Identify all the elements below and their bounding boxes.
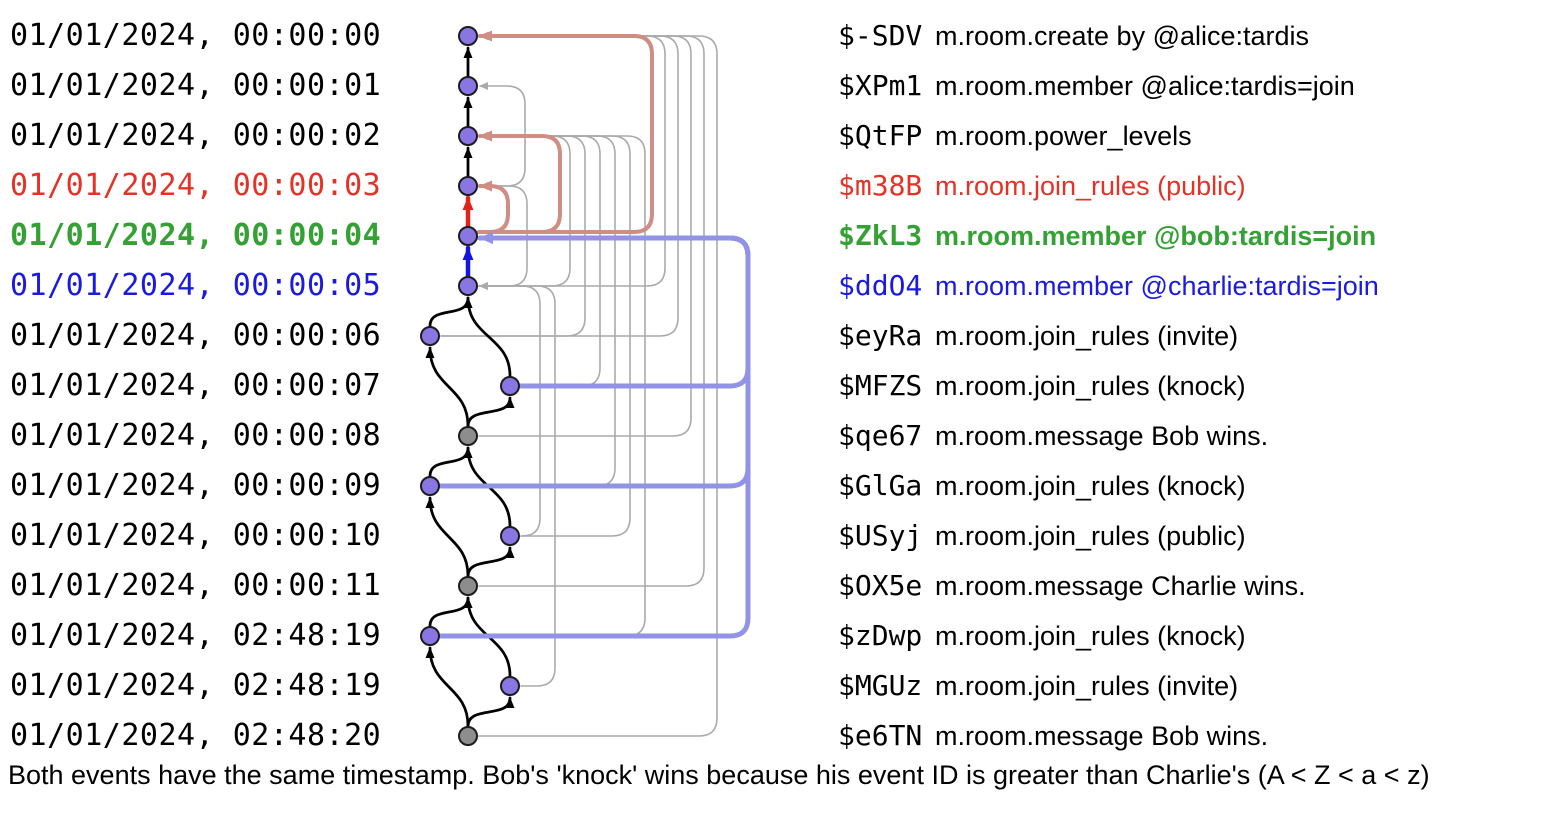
dag-edge-gray xyxy=(440,32,679,337)
dag-node--sdv[interactable] xyxy=(458,26,478,46)
dag-edge-black xyxy=(463,296,512,378)
event-id[interactable]: $USyj xyxy=(838,519,923,552)
dag-node-ox5e[interactable] xyxy=(458,576,478,596)
dag-node-qtfp[interactable] xyxy=(458,126,478,146)
dag-edge-black xyxy=(425,646,470,728)
event-type[interactable]: m.room.join_rules (knock) xyxy=(935,371,1246,401)
event-id[interactable]: $m38B xyxy=(838,169,923,202)
dag-edge-black xyxy=(428,296,473,328)
event-type[interactable]: m.room.message Charlie wins. xyxy=(935,571,1306,601)
dag-node-zdwp[interactable] xyxy=(420,626,440,646)
event-type[interactable]: m.room.power_levels xyxy=(935,121,1192,151)
dag-node-qe67[interactable] xyxy=(458,426,478,446)
dag-edge-gray xyxy=(478,32,666,287)
event-type[interactable]: m.room.member @alice:tardis=join xyxy=(935,71,1355,101)
event-type[interactable]: m.room.join_rules (invite) xyxy=(935,671,1239,701)
event-id[interactable]: $qe67 xyxy=(838,419,923,452)
dag-edge-black xyxy=(466,546,515,578)
event-id[interactable]: $ddO4 xyxy=(838,269,923,302)
event-type[interactable]: m.room.join_rules (public) xyxy=(935,521,1246,551)
event-id[interactable]: $OX5e xyxy=(838,569,923,602)
event-id[interactable]: $MGUz xyxy=(838,669,923,702)
event-timestamp: 01/01/2024, 00:00:02 xyxy=(10,118,382,153)
dag-node-mguz[interactable] xyxy=(500,676,520,696)
event-type[interactable]: m.room.join_rules (invite) xyxy=(935,321,1239,351)
dag-node-e6tn[interactable] xyxy=(458,726,478,746)
event-id[interactable]: $GlGa xyxy=(838,469,923,502)
dag-edge-peri xyxy=(477,232,751,389)
footnote-text: Both events have the same timestamp. Bob… xyxy=(8,760,1430,790)
event-timestamp: 01/01/2024, 00:00:03 xyxy=(10,168,382,203)
dag-edge-black xyxy=(466,396,515,428)
dag-node-xpm1[interactable] xyxy=(458,76,478,96)
event-id[interactable]: $XPm1 xyxy=(838,69,923,102)
event-timestamp: 01/01/2024, 00:00:09 xyxy=(10,468,382,503)
dag-edge-gray xyxy=(479,282,541,537)
event-type[interactable]: m.room.member @bob:tardis=join xyxy=(935,221,1377,251)
event-timestamp: 01/01/2024, 00:00:05 xyxy=(10,268,382,303)
dag-node-zkl3[interactable] xyxy=(458,226,478,246)
event-id[interactable]: $eyRa xyxy=(838,319,923,352)
event-timestamp: 01/01/2024, 00:00:07 xyxy=(10,368,382,403)
event-id[interactable]: $ZkL3 xyxy=(838,219,923,252)
dag-edge-peri xyxy=(438,232,751,639)
event-id[interactable]: $-SDV xyxy=(838,19,923,52)
event-timestamp: 01/01/2024, 00:00:08 xyxy=(10,418,382,453)
dag-node-m38b[interactable] xyxy=(458,176,478,196)
dag-edge-black xyxy=(428,596,473,628)
dag-edge-gray xyxy=(478,32,705,587)
event-timestamp: 01/01/2024, 00:00:10 xyxy=(10,518,382,553)
event-type[interactable]: m.room.message Bob wins. xyxy=(935,721,1269,751)
event-timestamp: 01/01/2024, 00:00:04 xyxy=(10,218,382,253)
event-type[interactable]: m.room.member @charlie:tardis=join xyxy=(935,271,1379,301)
event-type[interactable]: m.room.join_rules (knock) xyxy=(935,621,1246,651)
dag-node-glga[interactable] xyxy=(420,476,440,496)
dag-edge-salmon xyxy=(477,130,562,234)
dag-edge-salmon xyxy=(477,180,510,234)
event-timestamp: 01/01/2024, 00:00:11 xyxy=(10,568,382,603)
event-timestamp: 01/01/2024, 02:48:19 xyxy=(10,618,382,653)
event-id[interactable]: $MFZS xyxy=(838,369,923,402)
event-id[interactable]: $e6TN xyxy=(838,719,923,752)
dag-edge-black xyxy=(425,346,470,428)
dag-edge-black xyxy=(466,696,515,728)
dag-edge-gray xyxy=(478,132,571,287)
dag-node-usyj[interactable] xyxy=(500,526,520,546)
dag-edge-peri xyxy=(438,232,751,489)
event-timestamp: 01/01/2024, 02:48:19 xyxy=(10,668,382,703)
event-type[interactable]: m.room.message Bob wins. xyxy=(935,421,1269,451)
event-type[interactable]: m.room.join_rules (public) xyxy=(935,171,1246,201)
event-type[interactable]: m.room.join_rules (knock) xyxy=(935,471,1246,501)
event-id[interactable]: $zDwp xyxy=(838,619,923,652)
dag-node-mfzs[interactable] xyxy=(500,376,520,396)
event-timestamp: 01/01/2024, 02:48:20 xyxy=(10,718,382,753)
dag-edge-black xyxy=(425,496,470,578)
event-timestamp: 01/01/2024, 00:00:06 xyxy=(10,318,382,353)
dag-node-eyra[interactable] xyxy=(420,326,440,346)
event-type[interactable]: m.room.create by @alice:tardis xyxy=(935,21,1310,51)
event-timestamp: 01/01/2024, 00:00:00 xyxy=(10,18,382,53)
dag-edge-salmon xyxy=(477,30,654,234)
dag-node-ddo4[interactable] xyxy=(458,276,478,296)
event-id[interactable]: $QtFP xyxy=(838,119,923,152)
dag-edge-black xyxy=(428,446,473,478)
event-timestamp: 01/01/2024, 00:00:01 xyxy=(10,68,382,103)
